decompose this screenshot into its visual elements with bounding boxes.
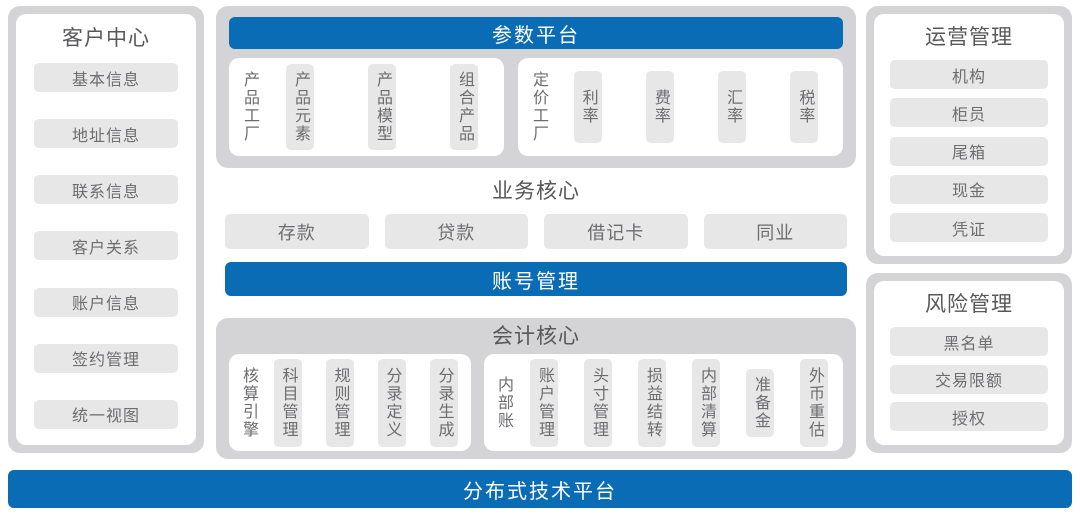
chip-tax-rate[interactable]: 税率 — [790, 71, 819, 143]
risk-management-title: 风险管理 — [925, 293, 1013, 316]
chip-rule-mgmt[interactable]: 规则管理 — [325, 358, 354, 447]
customer-center-item-customer-relation[interactable]: 客户关系 — [34, 231, 178, 261]
internal-account-group: 内部账 账户管理 头寸管理 损益结转 内部清算 准备金 外币重估 — [484, 354, 843, 451]
chip-position-mgmt[interactable]: 头寸管理 — [584, 358, 612, 447]
accounting-engine-chip-list: 科目管理 规则管理 分录定义 分录生成 — [268, 358, 463, 447]
operations-item-voucher[interactable]: 凭证 — [890, 213, 1048, 242]
chip-fee-rate[interactable]: 费率 — [645, 71, 674, 143]
risk-item-list: 黑名单 交易限额 授权 — [890, 327, 1048, 434]
operations-management-card: 运营管理 机构 柜员 尾箱 现金 凭证 — [874, 14, 1064, 256]
chip-fx-revaluation[interactable]: 外币重估 — [800, 358, 828, 447]
accounting-engine-group: 核算引擎 科目管理 规则管理 分录定义 分录生成 — [229, 354, 471, 451]
customer-center-card: 客户中心 基本信息 地址信息 联系信息 客户关系 账户信息 签约管理 统一视图 — [16, 14, 196, 445]
accounting-engine-label: 核算引擎 — [240, 366, 257, 439]
product-factory-chip-list: 产品元素 产品模型 组合产品 — [269, 64, 495, 150]
pricing-factory-chip-list: 利率 费率 汇率 税率 — [558, 64, 834, 150]
chip-entry-definition[interactable]: 分录定义 — [377, 358, 406, 447]
chip-account-mgmt[interactable]: 账户管理 — [530, 358, 558, 447]
operations-management-title: 运营管理 — [925, 26, 1013, 49]
chip-subject-mgmt[interactable]: 科目管理 — [273, 358, 302, 447]
product-factory-group: 产品工厂 产品元素 产品模型 组合产品 — [229, 58, 504, 156]
chip-internal-clearing[interactable]: 内部清算 — [692, 358, 720, 447]
center-column: 参数平台 产品工厂 产品元素 产品模型 组合产品 定价工厂 利率 费率 汇率 — [216, 6, 856, 459]
distributed-tech-platform-bar: 分布式技术平台 — [8, 470, 1072, 508]
accounting-core-title: 会计核心 — [492, 325, 580, 348]
business-core-chip-list: 存款 贷款 借记卡 同业 — [225, 214, 847, 249]
chip-exchange-rate[interactable]: 汇率 — [718, 71, 747, 143]
customer-center-item-address-info[interactable]: 地址信息 — [34, 119, 178, 149]
customer-center-item-account-info[interactable]: 账户信息 — [34, 287, 178, 317]
chip-debit-card[interactable]: 借记卡 — [544, 214, 688, 249]
risk-item-blacklist[interactable]: 黑名单 — [890, 327, 1048, 356]
chip-entry-generation[interactable]: 分录生成 — [429, 358, 458, 447]
internal-account-label: 内部账 — [495, 375, 512, 430]
customer-center-item-unified-view[interactable]: 统一视图 — [34, 399, 178, 429]
account-management-bar: 账号管理 — [225, 262, 847, 296]
accounting-core-groups: 核算引擎 科目管理 规则管理 分录定义 分录生成 内部账 账户管理 头寸管理 损… — [229, 354, 843, 451]
risk-management-card: 风险管理 黑名单 交易限额 授权 — [874, 281, 1064, 445]
risk-management-panel: 风险管理 黑名单 交易限额 授权 — [866, 273, 1072, 453]
risk-item-transaction-limit[interactable]: 交易限额 — [890, 364, 1048, 394]
parameter-platform-title-bar: 参数平台 — [229, 17, 843, 49]
customer-center-item-contact-info[interactable]: 联系信息 — [34, 175, 178, 205]
operations-item-list: 机构 柜员 尾箱 现金 凭证 — [890, 60, 1048, 245]
operations-item-teller[interactable]: 柜员 — [890, 98, 1048, 128]
operations-management-panel: 运营管理 机构 柜员 尾箱 现金 凭证 — [866, 6, 1072, 264]
operations-item-institution[interactable]: 机构 — [890, 60, 1048, 89]
customer-center-item-contract-mgmt[interactable]: 签约管理 — [34, 343, 178, 373]
business-core-section: 业务核心 存款 贷款 借记卡 同业 账号管理 — [216, 176, 856, 306]
pricing-factory-group: 定价工厂 利率 费率 汇率 税率 — [518, 58, 843, 156]
parameter-platform-panel: 参数平台 产品工厂 产品元素 产品模型 组合产品 定价工厂 利率 费率 汇率 — [216, 6, 856, 168]
operations-item-cash-box[interactable]: 尾箱 — [890, 136, 1048, 166]
business-core-title: 业务核心 — [492, 180, 580, 203]
accounting-core-panel: 会计核心 核算引擎 科目管理 规则管理 分录定义 分录生成 内部账 账户管理 — [216, 318, 856, 459]
customer-center-panel: 客户中心 基本信息 地址信息 联系信息 客户关系 账户信息 签约管理 统一视图 — [8, 6, 204, 453]
chip-profit-loss-settlement[interactable]: 损益结转 — [638, 358, 666, 447]
customer-center-item-list: 基本信息 地址信息 联系信息 客户关系 账户信息 签约管理 统一视图 — [34, 63, 178, 435]
customer-center-item-basic-info[interactable]: 基本信息 — [34, 63, 178, 92]
operations-item-cash[interactable]: 现金 — [890, 174, 1048, 204]
chip-deposit[interactable]: 存款 — [225, 214, 369, 249]
chip-loan[interactable]: 贷款 — [384, 214, 528, 249]
chip-interbank[interactable]: 同业 — [703, 214, 847, 249]
internal-account-chip-list: 账户管理 头寸管理 损益结转 内部清算 准备金 外币重估 — [523, 358, 835, 447]
chip-product-model[interactable]: 产品模型 — [368, 64, 396, 150]
right-column: 运营管理 机构 柜员 尾箱 现金 凭证 风险管理 黑名单 交易限额 授权 — [866, 6, 1072, 453]
product-factory-label: 产品工厂 — [241, 71, 258, 143]
parameter-platform-groups: 产品工厂 产品元素 产品模型 组合产品 定价工厂 利率 费率 汇率 税率 — [229, 58, 843, 156]
pricing-factory-label: 定价工厂 — [530, 71, 547, 143]
chip-reserve-fund[interactable]: 准备金 — [746, 368, 774, 437]
chip-product-element[interactable]: 产品元素 — [286, 64, 314, 150]
risk-item-authorization[interactable]: 授权 — [890, 402, 1048, 431]
chip-interest-rate[interactable]: 利率 — [573, 71, 602, 143]
customer-center-title: 客户中心 — [62, 27, 150, 50]
chip-combined-product[interactable]: 组合产品 — [450, 64, 478, 150]
